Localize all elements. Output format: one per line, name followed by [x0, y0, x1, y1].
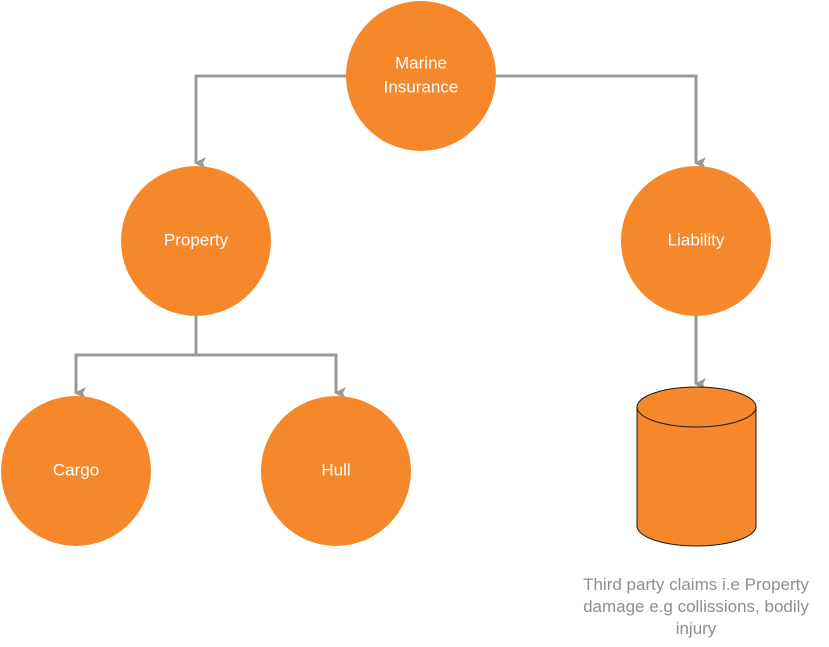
note-line: injury — [675, 619, 717, 638]
cylinder-lid — [636, 406, 757, 428]
cylinder-body — [636, 386, 757, 547]
note-line: damage e.g collissions, bodily — [583, 597, 809, 616]
node-cargo-circle — [1, 396, 151, 546]
node-marine-circle — [346, 1, 496, 151]
note-line: Third party claims i.e Property — [583, 575, 809, 594]
node-liability-circle — [621, 166, 771, 316]
node-hull-circle — [261, 396, 411, 546]
node-cargo-label: Cargo — [53, 460, 99, 479]
node-property[interactable]: Property — [121, 166, 271, 316]
node-property-label: Property — [164, 230, 229, 249]
liability-note: Third party claims i.e Property damage e… — [556, 574, 829, 640]
edge-property-to-hull — [194, 316, 346, 399]
node-hull-label: Hull — [321, 460, 350, 479]
node-hull[interactable]: Hull — [261, 396, 411, 546]
edge-marine-to-liability — [496, 74, 706, 169]
node-marine-label: Insurance — [384, 77, 459, 96]
node-liability-label: Liability — [668, 230, 725, 249]
node-property-circle — [121, 166, 271, 316]
node-cargo[interactable]: Cargo — [1, 396, 151, 546]
node-marine-label: Marine — [395, 53, 447, 72]
edge-property-to-cargo — [74, 316, 198, 399]
edge-marine-to-property — [194, 74, 346, 169]
node-liability[interactable]: Liability — [621, 166, 771, 316]
edges — [74, 74, 706, 399]
node-claims-store[interactable] — [636, 386, 757, 547]
